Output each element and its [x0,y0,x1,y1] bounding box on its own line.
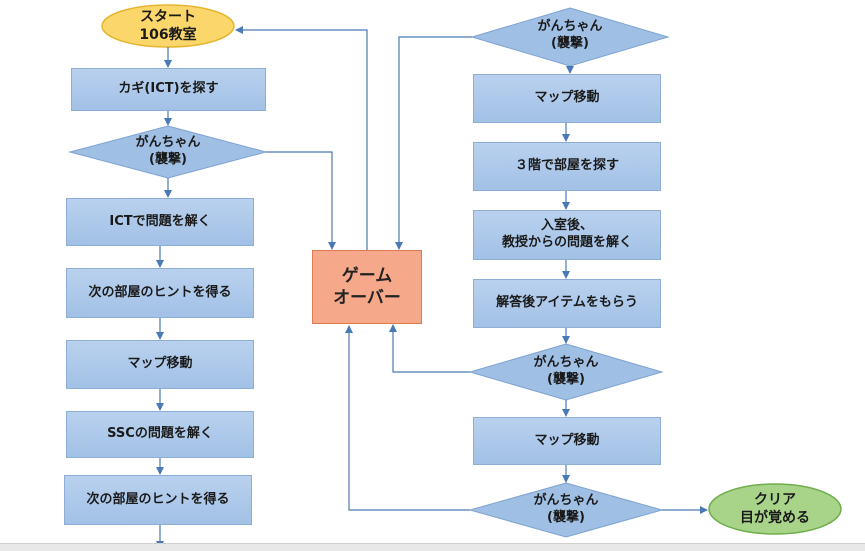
clear-label: クリア 目が覚める [740,491,810,526]
decision-attack-right-3 [468,482,664,538]
decision-attack-right-2-label: がんちゃん (襲撃) [533,355,599,387]
process-ict-problem: ICTで問題を解く [66,198,254,246]
process-find-key: カギ(ICT)を探す [71,68,266,111]
process-map-move-right-2: マップ移動 [473,417,661,465]
process-hint-1: 次の部屋のヒントを得る [66,268,254,318]
start-label: スタート 106教室 [139,8,197,43]
process-hint-2: 次の部屋のヒントを得る [64,475,252,525]
decision-attack-right-1-label: がんちゃん (襲撃) [537,19,603,51]
arrow-gameover-to-start [235,26,368,250]
arrow-attack-r2-to-gameover [389,324,470,373]
process-get-item: 解答後アイテムをもらう [473,279,661,328]
arrow-attack-left-to-gameover [266,151,336,250]
process-map-move-right-1: マップ移動 [473,74,661,123]
decision-attack-right-3-label: がんちゃん (襲撃) [533,493,599,525]
process-enter-room: 入室後、 教授からの問題を解く [473,210,661,260]
clear-oval [708,483,842,535]
arrow-attack-r3-to-gameover [345,325,470,511]
window-bottom-bar [0,543,865,551]
terminal-game-over: ゲーム オーバー [312,250,422,324]
decision-attack-left-label: がんちゃん (襲撃) [135,135,201,167]
process-ssc-problem: SSCの問題を解く [66,411,254,458]
process-map-move-left: マップ移動 [66,340,254,389]
arrow-attack-r1-to-gameover [395,36,472,250]
process-find-room-3f: ３階で部屋を探す [473,142,661,191]
